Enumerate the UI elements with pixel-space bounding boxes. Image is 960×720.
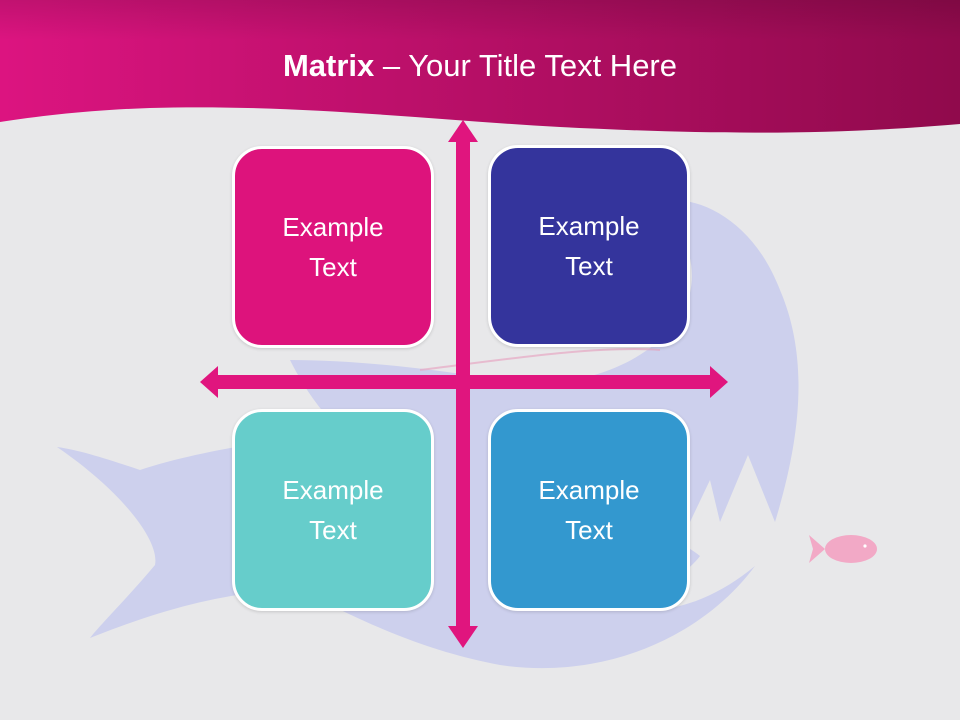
arrow-down-head [448, 626, 478, 648]
quadrant-bottom-right: Example Text [488, 409, 690, 611]
title-rest: – Your Title Text Here [374, 48, 678, 83]
quadrant-top-right-text: Example Text [538, 211, 640, 281]
arrow-right-head [710, 366, 728, 398]
slide-title: Matrix – Your Title Text Here [0, 48, 960, 84]
arrow-up-head [448, 120, 478, 142]
quadrant-bottom-left: Example Text [232, 409, 434, 611]
quadrant-bottom-left-text: Example Text [282, 475, 384, 545]
arrow-left-head [200, 366, 218, 398]
quadrant-top-left-text: Example Text [282, 212, 384, 282]
quadrant-top-left: Example Text [232, 146, 434, 348]
quadrant-top-right: Example Text [488, 145, 690, 347]
small-fish-icon [809, 535, 877, 563]
quadrant-bottom-right-text: Example Text [538, 475, 640, 545]
horizontal-axis-bar [214, 375, 714, 389]
shark-mouth-line [419, 348, 661, 371]
title-bold: Matrix [282, 48, 375, 83]
